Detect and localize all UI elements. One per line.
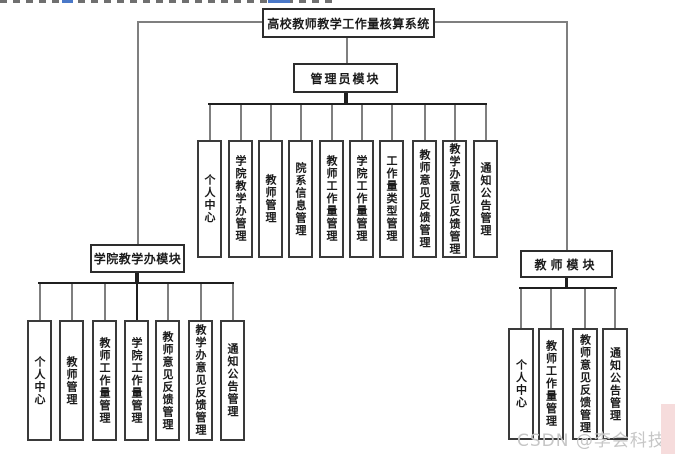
leaf-box-label: 通知公告管理: [479, 161, 492, 237]
module-node-teacher-label: 教师模块: [534, 257, 599, 272]
cropped-text-fragments: [0, 0, 332, 3]
connector-line: [434, 21, 568, 23]
leaf-box-label: 教学办意见反馈管理: [194, 324, 207, 437]
leaf-box-label: 教师工作量管理: [325, 155, 338, 243]
leaf-box-admin-7: 教师意见反馈管理: [412, 140, 437, 258]
connector-line: [614, 288, 616, 329]
leaf-box-teacher-2: 教师意见反馈管理: [572, 328, 598, 440]
connector-line: [199, 283, 202, 321]
leaf-box-label: 教学办意见反馈管理: [448, 142, 461, 256]
connector-line: [344, 92, 348, 105]
leaf-box-label: 教师工作量管理: [98, 336, 111, 425]
leaf-box-label: 教师管理: [264, 174, 277, 224]
leaf-box-label: 教师意见反馈管理: [578, 334, 592, 434]
leaf-box-label: 通知公告管理: [608, 346, 622, 422]
leaf-box-admin-1: 学院教学办管理: [228, 140, 253, 258]
leaf-box-label: 教师意见反馈管理: [418, 149, 431, 249]
connector-line: [137, 21, 139, 245]
leaf-box-label: 工作量类型管理: [385, 155, 398, 243]
leaf-box-college-2: 教师工作量管理: [92, 320, 117, 441]
connector-line: [166, 283, 169, 321]
connector-line: [239, 104, 242, 141]
leaf-box-college-6: 通知公告管理: [220, 320, 245, 441]
leaf-box-college-4: 教师意见反馈管理: [155, 320, 180, 441]
leaf-box-label: 学院工作量管理: [355, 155, 368, 243]
leaf-box-label: 学院教学办管理: [234, 155, 247, 243]
leaf-box-label: 教师工作量管理: [544, 340, 558, 428]
leaf-box-teacher-3: 通知公告管理: [602, 328, 628, 440]
leaf-box-label: 院系信息管理: [294, 161, 307, 237]
leaf-box-admin-8: 教学办意见反馈管理: [442, 140, 467, 258]
leaf-box-label: 通知公告管理: [226, 343, 239, 418]
leaf-box-label: 个人中心: [514, 359, 528, 409]
cropped-link-fragment: [62, 0, 73, 3]
connector-line: [453, 104, 456, 141]
connector-line: [360, 104, 363, 141]
connector-line: [520, 288, 522, 329]
leaf-box-label: 学院工作量管理: [130, 336, 143, 425]
connector-line: [565, 277, 568, 289]
connector-line: [38, 283, 41, 321]
module-node-teacher: 教师模块: [520, 250, 613, 278]
connector-line: [519, 287, 617, 289]
connector-line: [423, 104, 426, 141]
connector-line: [70, 283, 73, 321]
connector-line: [137, 21, 263, 23]
leaf-box-teacher-1: 教师工作量管理: [538, 328, 564, 440]
leaf-box-admin-3: 院系信息管理: [288, 140, 313, 258]
connector-line: [208, 104, 211, 141]
leaf-box-label: 教师意见反馈管理: [161, 330, 174, 431]
connector-line: [135, 272, 139, 284]
leaf-box-college-1: 教师管理: [59, 320, 84, 441]
watermark-pink-strip: [661, 404, 675, 454]
root-node: 高校教师教学工作量核算系统: [262, 8, 435, 38]
connector-line: [550, 288, 552, 329]
module-node-college-label: 学院教学办模块: [93, 252, 182, 266]
watermark-text: CSDN @李会科技: [517, 431, 666, 451]
leaf-box-label: 个人中心: [33, 355, 46, 406]
connector-line: [566, 21, 568, 251]
module-node-admin-label: 管理员模块: [310, 71, 381, 86]
connector-line: [330, 104, 333, 141]
leaf-box-admin-6: 工作量类型管理: [379, 140, 404, 258]
connector-line: [390, 104, 393, 141]
connector-line: [484, 104, 487, 141]
root-node-label: 高校教师教学工作量核算系统: [267, 16, 430, 31]
connector-line: [136, 282, 138, 320]
leaf-box-admin-4: 教师工作量管理: [319, 140, 344, 258]
connector-line: [231, 283, 234, 321]
module-node-college: 学院教学办模块: [90, 244, 185, 273]
connector-line: [584, 288, 586, 329]
connector-line: [299, 104, 302, 141]
leaf-box-college-3: 学院工作量管理: [124, 320, 149, 441]
leaf-box-admin-2: 教师管理: [258, 140, 283, 258]
connector-line: [208, 103, 487, 105]
connector-line: [346, 37, 348, 64]
leaf-box-label: 教师管理: [65, 355, 78, 406]
leaf-box-admin-9: 通知公告管理: [473, 140, 498, 258]
connector-line: [103, 283, 106, 321]
leaf-box-college-0: 个人中心: [27, 320, 52, 441]
connector-line: [269, 104, 272, 141]
leaf-box-admin-5: 学院工作量管理: [349, 140, 374, 258]
leaf-box-college-5: 教学办意见反馈管理: [188, 320, 213, 441]
leaf-box-label: 个人中心: [203, 174, 216, 224]
cropped-link-fragment: [268, 0, 290, 3]
leaf-box-admin-0: 个人中心: [197, 140, 222, 258]
leaf-box-teacher-0: 个人中心: [508, 328, 534, 440]
module-node-admin: 管理员模块: [293, 63, 398, 93]
